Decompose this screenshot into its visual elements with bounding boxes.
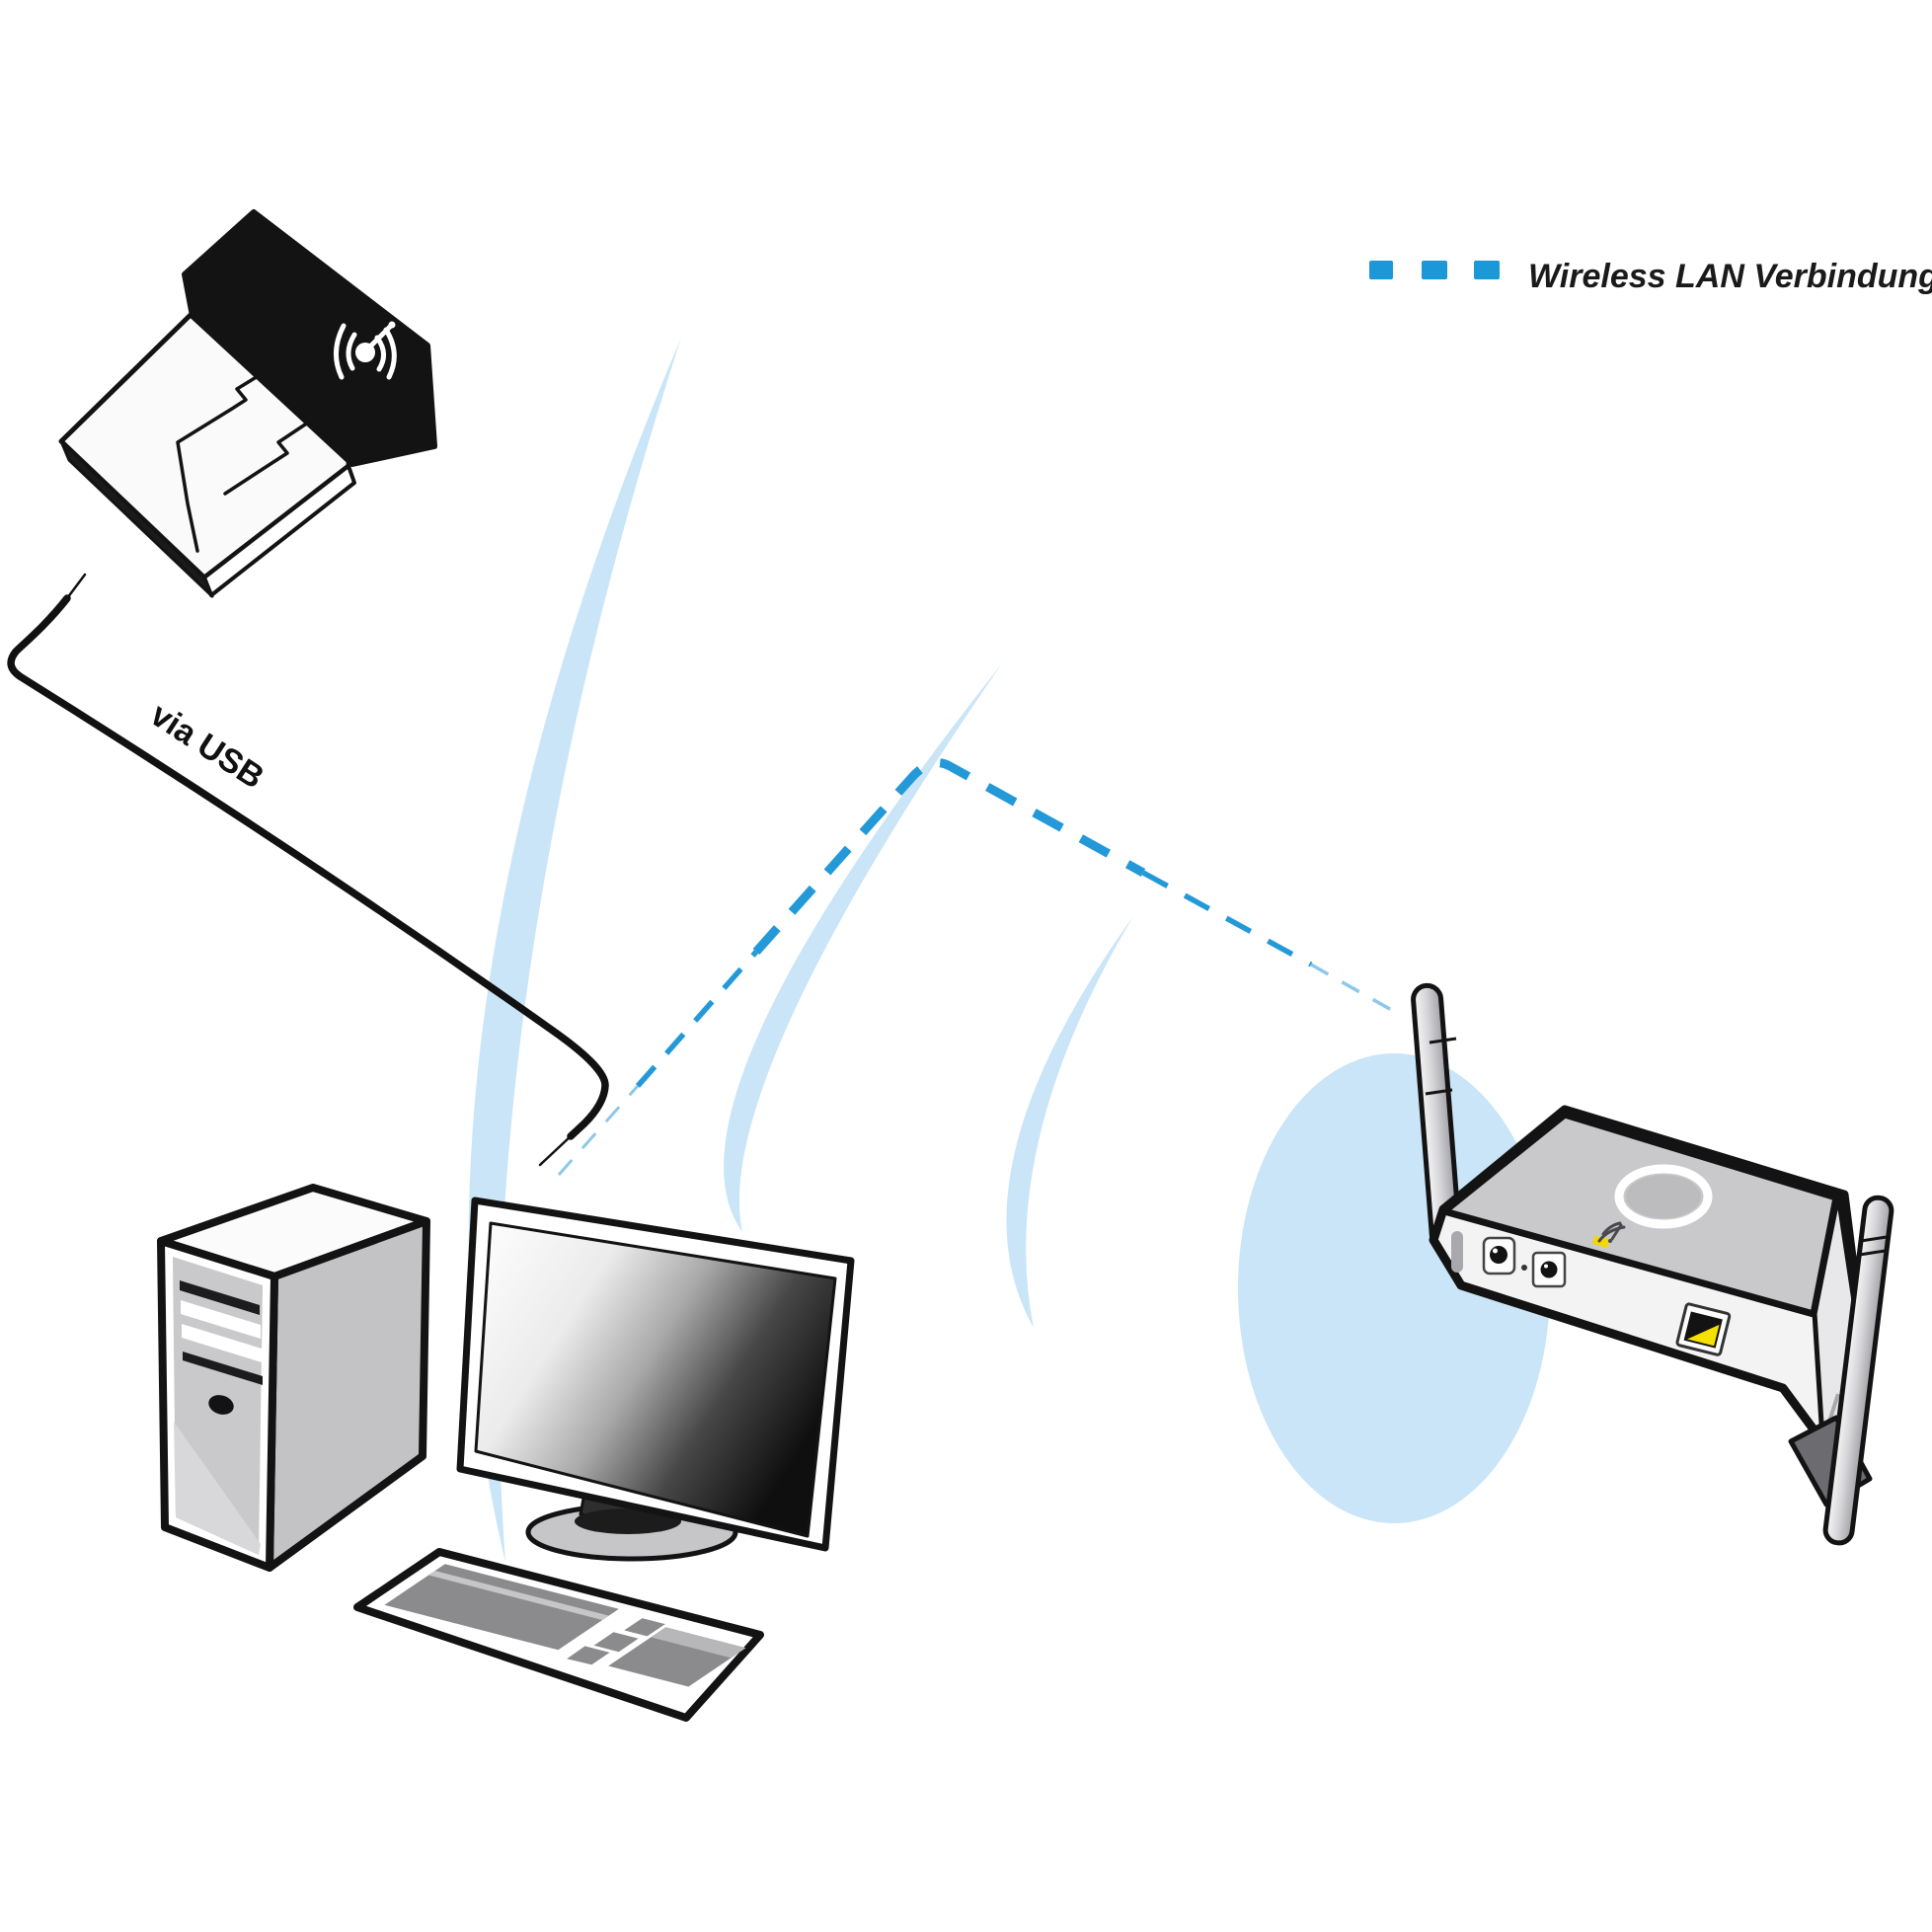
adapter-cap — [182, 209, 437, 467]
power-button — [208, 1395, 234, 1415]
wireless-icon-arc-right-inner — [374, 335, 386, 372]
usb-cable-start-taper — [65, 573, 87, 600]
router-lan-indicator — [1686, 1324, 1720, 1347]
router-signal-circle — [1238, 1053, 1550, 1523]
wireless-link-segment-medium-right — [1141, 870, 1313, 967]
router-front-ports — [1451, 1231, 1732, 1356]
router-antenna-right-rings — [1859, 1235, 1888, 1257]
legend: Wireless LAN Verbindung — [1369, 258, 1932, 295]
router-power-port — [1482, 1236, 1516, 1275]
router-status-led — [1592, 1221, 1626, 1248]
drive-bay-white-1 — [181, 1300, 261, 1339]
monitor-screen — [474, 1221, 837, 1538]
router-top-panel — [1440, 1111, 1840, 1318]
keyboard-numpad-top-strip — [651, 1627, 746, 1659]
wireless-icon — [334, 321, 397, 380]
router-button — [1626, 1175, 1701, 1218]
router-side-slot — [1451, 1231, 1463, 1273]
legend-dash-1 — [1369, 261, 1393, 279]
legend-dash-2 — [1422, 261, 1447, 279]
router-antenna-left-rings — [1425, 1037, 1457, 1096]
wireless-icon-stick-tip — [388, 321, 396, 329]
legend-dash-3 — [1474, 261, 1500, 279]
keyboard-keys-main — [384, 1564, 619, 1651]
keyboard-arrow-keys — [567, 1618, 665, 1665]
usb-wlan-adapter — [58, 209, 437, 598]
router-antenna-right — [1822, 1195, 1894, 1546]
wireless-link-segment-thin-end — [1310, 963, 1403, 1018]
usb-cable-end-taper — [538, 1134, 573, 1167]
wireless-icon-arc-left-outer — [334, 323, 347, 380]
router-reset-pinhole — [1521, 1265, 1527, 1271]
monitor-stand-shadow — [575, 1508, 681, 1534]
router-antenna-right-rod — [1822, 1195, 1894, 1546]
usb-cable — [7, 573, 609, 1167]
router-wlan-glyph — [1597, 1221, 1626, 1243]
router-led-light — [1592, 1236, 1610, 1248]
router-audio-port — [1531, 1251, 1567, 1288]
drive-bay-dark-1 — [180, 1280, 260, 1315]
drive-bay-dark-2 — [183, 1352, 263, 1385]
usb-cable-label: via USB — [144, 696, 270, 797]
wireless-link-segment-thick-peak — [752, 758, 1146, 955]
router-lan-port — [1675, 1302, 1732, 1356]
adapter-plug-seam-2 — [223, 409, 328, 496]
tower-side-face — [266, 1217, 430, 1572]
keyboard-key-block-3 — [567, 1646, 610, 1665]
keyboard — [353, 1548, 764, 1722]
legend-label: Wireless LAN Verbindung — [1528, 258, 1932, 295]
monitor — [456, 1197, 855, 1562]
drive-bay-white-2 — [182, 1324, 262, 1362]
legend-dashes — [1369, 261, 1500, 279]
drive-bay-slots — [180, 1280, 263, 1385]
usb-cable-line — [7, 594, 609, 1140]
wireless-icon-arc-right-outer — [383, 327, 397, 380]
wireless-link-segment-medium-left — [635, 950, 759, 1088]
wireless-icon-arc-left-inner — [346, 332, 357, 371]
tower-panel-sheen — [174, 1422, 261, 1555]
desktop-tower — [157, 1184, 430, 1572]
wifi-router — [1411, 982, 1894, 1546]
wifi-wave-arc-small — [1006, 916, 1133, 1328]
router-button-ring — [1614, 1164, 1713, 1229]
keyboard-key-block-1 — [624, 1618, 665, 1637]
wireless-dashed-link — [557, 758, 1403, 1176]
adapter-plug-opening — [59, 439, 214, 598]
keyboard-key-block-2 — [593, 1632, 639, 1653]
adapter-plug-seam-1 — [176, 355, 290, 553]
keyboard-function-row-gap — [428, 1571, 609, 1620]
